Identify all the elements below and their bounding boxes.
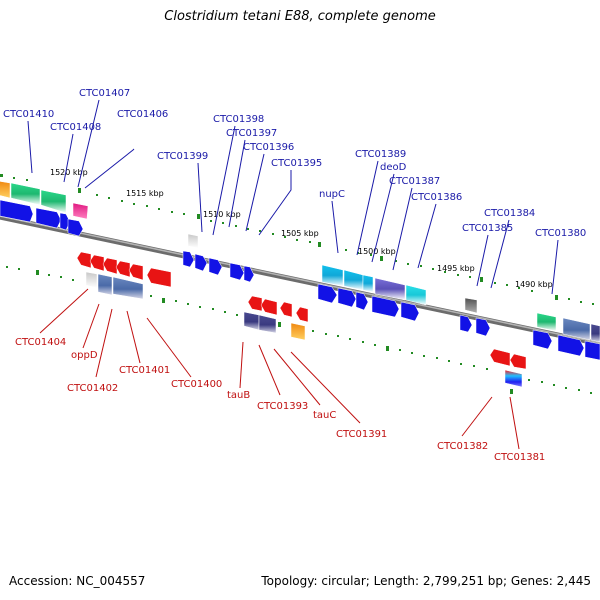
gene-arrow[interactable]: [229, 262, 245, 281]
gene-arrow[interactable]: [243, 265, 255, 283]
gene-arrow[interactable]: [35, 207, 62, 229]
gene-arrow[interactable]: [67, 218, 84, 237]
gene-label-CTC01406: CTC01406: [117, 109, 168, 120]
gene-arrow[interactable]: [584, 340, 600, 361]
upper-feature-boxes: [0, 181, 600, 343]
accession-text: Accession: NC_004557: [9, 574, 146, 588]
ruler-label-1505: 1505 kbp: [281, 229, 319, 238]
gene-arrow[interactable]: [128, 263, 144, 281]
ruler-label-1495: 1495 kbp: [437, 264, 475, 273]
lower-ruler: [6, 266, 592, 394]
gene-label-CTC01391: CTC01391: [336, 429, 387, 440]
gene-arrow[interactable]: [194, 253, 208, 272]
gene-arrow[interactable]: [475, 317, 491, 337]
gene-label-tauC: tauC: [313, 410, 336, 421]
gene-arrow[interactable]: [208, 257, 223, 276]
gene-label-CTC01410: CTC01410: [3, 109, 54, 120]
gene-label-CTC01382: CTC01382: [437, 441, 488, 452]
forward-leaders: [27, 99, 559, 295]
gene-label-CTC01402: CTC01402: [67, 383, 118, 394]
gene-label-CTC01380: CTC01380: [535, 228, 586, 239]
gene-label-CTC01397: CTC01397: [226, 128, 277, 139]
upper-ruler: [0, 174, 594, 305]
ruler-label-1490: 1490 kbp: [515, 280, 553, 289]
gene-label-oppD: oppD: [71, 350, 98, 361]
gene-arrow[interactable]: [146, 267, 172, 288]
gene-label-deoD: deoD: [380, 162, 407, 173]
gene-label-nupC: nupC: [319, 189, 345, 200]
gene-arrow[interactable]: [115, 260, 131, 278]
reverse-leaders: [39, 288, 520, 450]
gene-label-CTC01398: CTC01398: [213, 114, 264, 125]
gene-arrow[interactable]: [0, 199, 34, 223]
forward-genes: [0, 199, 600, 361]
gene-label-CTC01381: CTC01381: [494, 452, 545, 463]
gene-arrow[interactable]: [317, 283, 338, 304]
ruler-label-1510: 1510 kbp: [203, 210, 241, 219]
gene-label-CTC01384: CTC01384: [484, 208, 535, 219]
gene-arrow[interactable]: [182, 250, 195, 268]
gene-arrow[interactable]: [102, 257, 118, 275]
lower-feature-boxes: [85, 271, 523, 388]
gene-arrow[interactable]: [459, 314, 473, 333]
gene-arrow[interactable]: [260, 298, 278, 316]
ruler-label-1520: 1520 kbp: [50, 168, 88, 177]
gene-label-CTC01408: CTC01408: [50, 122, 101, 133]
gene-label-CTC01395: CTC01395: [271, 158, 322, 169]
gene-arrow[interactable]: [247, 295, 263, 312]
genome-backbone: [0, 214, 600, 347]
gene-arrow[interactable]: [557, 334, 585, 357]
map-title: Clostridium tetani E88, complete genome: [164, 9, 436, 24]
gene-arrow[interactable]: [371, 295, 400, 318]
gene-label-CTC01396: CTC01396: [243, 142, 294, 153]
gene-arrow[interactable]: [89, 254, 105, 272]
gene-label-CTC01393: CTC01393: [257, 401, 308, 412]
gene-label-CTC01400: CTC01400: [171, 379, 222, 390]
gene-label-CTC01387: CTC01387: [389, 176, 440, 187]
gene-arrow[interactable]: [76, 251, 92, 269]
gene-label-CTC01389: CTC01389: [355, 149, 406, 160]
ruler-label-1500: 1500 kbp: [358, 247, 396, 256]
gene-arrow[interactable]: [279, 301, 293, 318]
gene-arrow[interactable]: [532, 329, 553, 350]
gene-label-CTC01401: CTC01401: [119, 365, 170, 376]
ruler-label-1515: 1515 kbp: [126, 189, 164, 198]
gene-arrow[interactable]: [355, 291, 369, 311]
gene-arrow[interactable]: [295, 306, 309, 323]
gene-arrow[interactable]: [509, 353, 527, 370]
gene-label-CTC01404: CTC01404: [15, 337, 66, 348]
gene-label-CTC01385: CTC01385: [462, 223, 513, 234]
gene-label-tauB: tauB: [227, 390, 250, 401]
gene-label-CTC01399: CTC01399: [157, 151, 208, 162]
topology-text: Topology: circular; Length: 2,799,251 bp…: [261, 574, 591, 588]
gene-label-CTC01407: CTC01407: [79, 88, 130, 99]
gene-arrow[interactable]: [489, 348, 511, 367]
reverse-genes: [76, 251, 527, 370]
gene-arrow[interactable]: [400, 301, 420, 322]
gene-label-CTC01386: CTC01386: [411, 192, 462, 203]
gene-arrow[interactable]: [337, 287, 357, 308]
